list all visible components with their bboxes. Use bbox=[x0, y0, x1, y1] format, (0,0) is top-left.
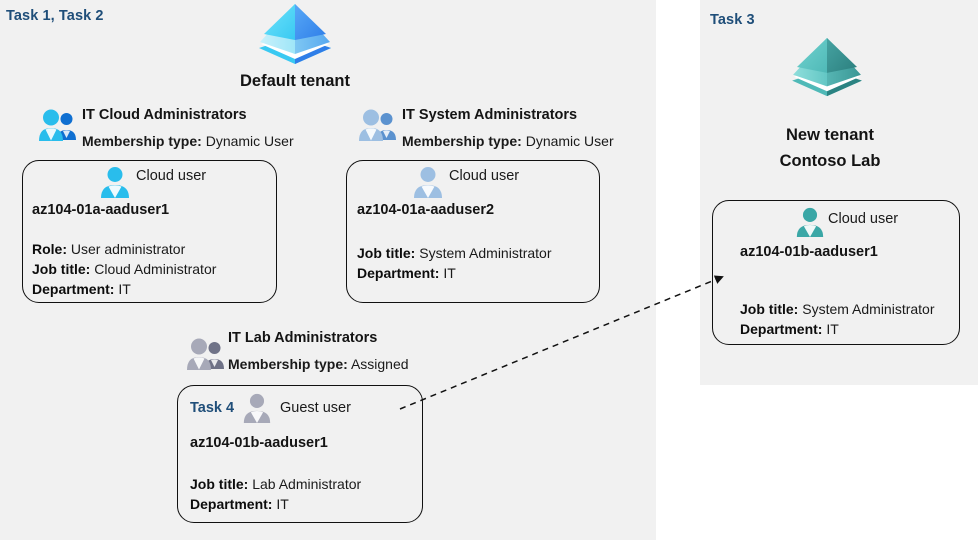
user-type-label-aaduser1b: Cloud user bbox=[828, 211, 899, 227]
group-title-it-cloud-administrators: IT Cloud Administrators bbox=[82, 107, 247, 123]
attr-value: IT bbox=[443, 265, 456, 281]
guest-user-icon-aaduser1b bbox=[243, 393, 271, 424]
user-type-label-aaduser2: Cloud user bbox=[449, 168, 520, 184]
tenant-name-new-line1: New tenant bbox=[785, 126, 874, 144]
attr-label: Department: bbox=[190, 496, 273, 512]
attr-jobtitle-aaduser1: Job title: Cloud Administrator bbox=[32, 261, 216, 277]
user-type-label-aaduser1: Cloud user bbox=[136, 168, 207, 184]
attr-department-aaduser1: Department: IT bbox=[32, 281, 131, 297]
task-label-4: Task 4 bbox=[190, 400, 235, 416]
attr-department-aaduser2: Department: IT bbox=[357, 265, 456, 281]
username-aaduser1: az104-01a-aaduser1 bbox=[32, 202, 170, 218]
azure-ad-tenant-icon-default bbox=[259, 4, 331, 64]
cloud-user-icon-aaduser1b bbox=[796, 207, 824, 238]
guest-invite-arrow-line bbox=[399, 275, 724, 410]
tenant-name-new-line2: Contoso Lab bbox=[779, 152, 881, 170]
task-label-1-2: Task 1, Task 2 bbox=[6, 8, 104, 24]
user-type-label-guest: Guest user bbox=[280, 400, 351, 416]
user-card-az104-01b-aaduser1-guest[interactable] bbox=[177, 385, 423, 523]
group-meta-it-cloud-administrators: Membership type: Dynamic User bbox=[82, 133, 294, 149]
attr-role-aaduser1: Role: User administrator bbox=[32, 241, 185, 257]
attr-label: Job title: bbox=[32, 261, 91, 277]
attr-label: Job title: bbox=[357, 245, 416, 261]
user-card-az104-01a-aaduser2[interactable] bbox=[346, 160, 600, 303]
attr-label: Department: bbox=[357, 265, 440, 281]
user-group-icon-cloud-admins bbox=[39, 109, 76, 141]
user-group-icon-system-admins bbox=[359, 109, 396, 141]
cloud-user-icon-aaduser2 bbox=[414, 167, 442, 198]
username-aaduser2: az104-01a-aaduser2 bbox=[357, 202, 495, 218]
group-title-it-lab-administrators: IT Lab Administrators bbox=[228, 330, 378, 346]
panel-default-tenant bbox=[0, 0, 656, 540]
attr-label: Department: bbox=[740, 321, 823, 337]
attr-label: Job title: bbox=[740, 301, 799, 317]
group-meta-label: Membership type: bbox=[402, 133, 522, 149]
attr-label: Department: bbox=[32, 281, 115, 297]
attr-label: Job title: bbox=[190, 476, 249, 492]
group-title-it-system-administrators: IT System Administrators bbox=[402, 107, 578, 123]
attr-value: Lab Administrator bbox=[252, 476, 362, 492]
user-group-icon-lab-admins bbox=[187, 338, 224, 370]
user-card-az104-01b-aaduser1-cloud[interactable] bbox=[712, 200, 960, 345]
attr-label: Role: bbox=[32, 241, 67, 257]
group-meta-label: Membership type: bbox=[228, 356, 348, 372]
group-meta-it-lab-administrators: Membership type: Assigned bbox=[228, 356, 409, 372]
group-meta-value: Dynamic User bbox=[525, 133, 614, 149]
group-meta-label: Membership type: bbox=[82, 133, 202, 149]
group-meta-value: Assigned bbox=[350, 356, 409, 372]
user-card-az104-01a-aaduser1[interactable] bbox=[22, 160, 277, 303]
attr-value: Cloud Administrator bbox=[94, 261, 217, 277]
attr-value: IT bbox=[118, 281, 131, 297]
attr-value: User administrator bbox=[70, 241, 186, 257]
username-aaduser1b-cloud: az104-01b-aaduser1 bbox=[740, 244, 878, 260]
attr-value: IT bbox=[276, 496, 289, 512]
cloud-user-icon-aaduser1 bbox=[101, 167, 129, 198]
username-aaduser1b-guest: az104-01b-aaduser1 bbox=[190, 435, 328, 451]
azure-ad-tenant-icon-new bbox=[792, 37, 862, 97]
attr-department-aaduser1b: Department: IT bbox=[740, 321, 839, 337]
attr-jobtitle-aaduser2: Job title: System Administrator bbox=[357, 245, 552, 261]
attr-jobtitle-aaduser1b: Job title: System Administrator bbox=[740, 301, 935, 317]
group-meta-it-system-administrators: Membership type: Dynamic User bbox=[402, 133, 614, 149]
attr-jobtitle-guest: Job title: Lab Administrator bbox=[190, 476, 361, 492]
tenant-name-default: Default tenant bbox=[239, 72, 350, 90]
task-label-3: Task 3 bbox=[710, 12, 755, 28]
attr-value: System Administrator bbox=[419, 245, 552, 261]
group-meta-value: Dynamic User bbox=[205, 133, 294, 149]
attr-value: IT bbox=[826, 321, 839, 337]
attr-department-guest: Department: IT bbox=[190, 496, 289, 512]
attr-value: System Administrator bbox=[802, 301, 935, 317]
